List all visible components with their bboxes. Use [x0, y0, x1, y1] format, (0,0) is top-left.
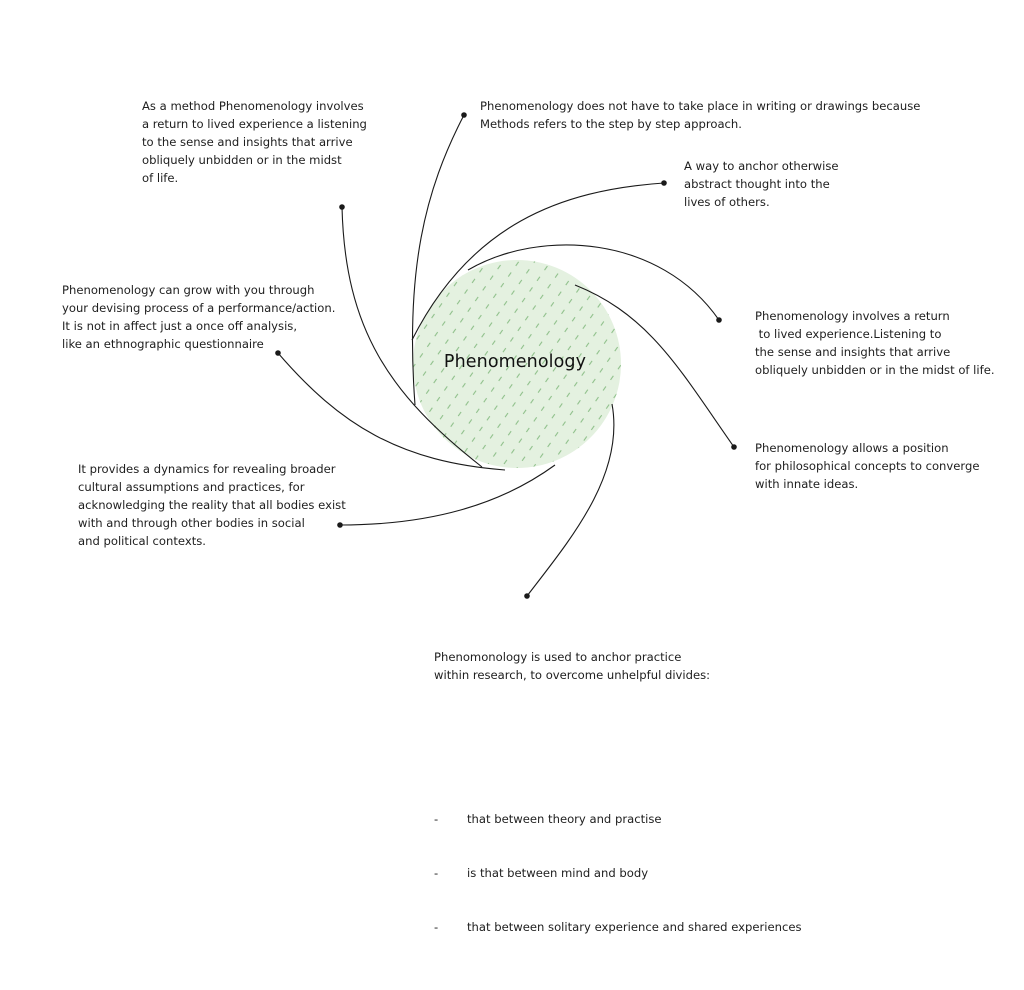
- list-item: - that between theory and practise: [434, 810, 802, 828]
- note-method: As a method Phenomenology involves a ret…: [142, 99, 367, 185]
- note-research: Phenomonology is used to anchor practice…: [434, 612, 802, 990]
- list-item: - that between solitary experience and sh…: [434, 918, 802, 936]
- connector-dot: [731, 444, 737, 450]
- connector-position: [574, 284, 735, 448]
- mind-map-diagram: [275, 112, 737, 599]
- connector-dot: [337, 522, 343, 528]
- connector-writing: [411, 114, 465, 406]
- list-item: - is that between mind and body: [434, 864, 802, 882]
- connector-anchor: [411, 182, 665, 341]
- connector-dot: [275, 350, 281, 356]
- connector-grow: [277, 352, 506, 471]
- bullet-text: that between theory and practise: [467, 812, 662, 826]
- connector-dynamics: [339, 464, 556, 526]
- note-position: Phenomenology allows a position for phil…: [755, 441, 980, 491]
- note-research-intro: Phenomonology is used to anchor practice…: [434, 650, 711, 682]
- note-writing: Phenomenology does not have to take plac…: [480, 99, 921, 131]
- bullet-dash: -: [434, 920, 439, 934]
- center-node-circle: [413, 260, 621, 468]
- bullet-text: is that between mind and body: [467, 866, 649, 880]
- bullet-dash: -: [434, 866, 439, 880]
- connector-dot: [661, 180, 667, 186]
- center-node-label: Phenomenology: [443, 352, 587, 372]
- connector-return: [467, 244, 720, 321]
- research-bullet-list: - that between theory and practise - is th…: [434, 774, 802, 972]
- connector-dot: [339, 204, 345, 210]
- bullet-dash: -: [434, 812, 439, 826]
- connector-method: [341, 206, 483, 468]
- bullet-text: that between solitary experience and sha…: [467, 920, 802, 934]
- connector-dot: [461, 112, 467, 118]
- connector-dot: [716, 317, 722, 323]
- note-dynamics: It provides a dynamics for revealing bro…: [78, 462, 346, 548]
- connector-research: [526, 403, 615, 597]
- note-anchor: A way to anchor otherwise abstract thoug…: [684, 159, 839, 209]
- note-return: Phenomenology involves a return to lived…: [755, 309, 995, 377]
- note-grow: Phenomenology can grow with you through …: [62, 283, 336, 351]
- connector-dot: [524, 593, 530, 599]
